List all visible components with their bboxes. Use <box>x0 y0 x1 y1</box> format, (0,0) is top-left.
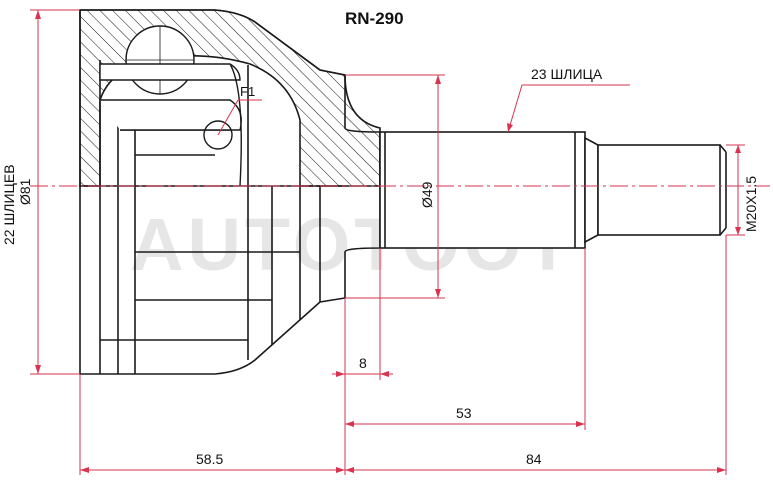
shaft-step <box>584 136 599 244</box>
housing-section-hatch <box>79 9 381 187</box>
threaded-end <box>597 144 721 236</box>
splines-inner-label: 22 ШЛИЦЕВ <box>1 164 17 245</box>
arrowheads <box>35 10 741 473</box>
part-number-title: RN-290 <box>345 9 404 28</box>
thread-label: M20X1.5 <box>743 176 759 232</box>
dim-8: 8 <box>359 355 367 371</box>
dim-58-5: 58.5 <box>196 451 223 467</box>
shaft <box>379 131 727 249</box>
ball-cage <box>99 25 242 187</box>
dia-outer-label: Ø81 <box>17 178 33 205</box>
splines-outer-label: 23 ШЛИЦА <box>531 66 603 82</box>
dim-84: 84 <box>526 451 542 467</box>
dim-53: 53 <box>456 405 472 421</box>
fitting-label: F1 <box>240 84 255 99</box>
dia-body-label: Ø49 <box>419 181 435 208</box>
dimensions <box>30 9 745 475</box>
spline-section <box>379 131 586 249</box>
